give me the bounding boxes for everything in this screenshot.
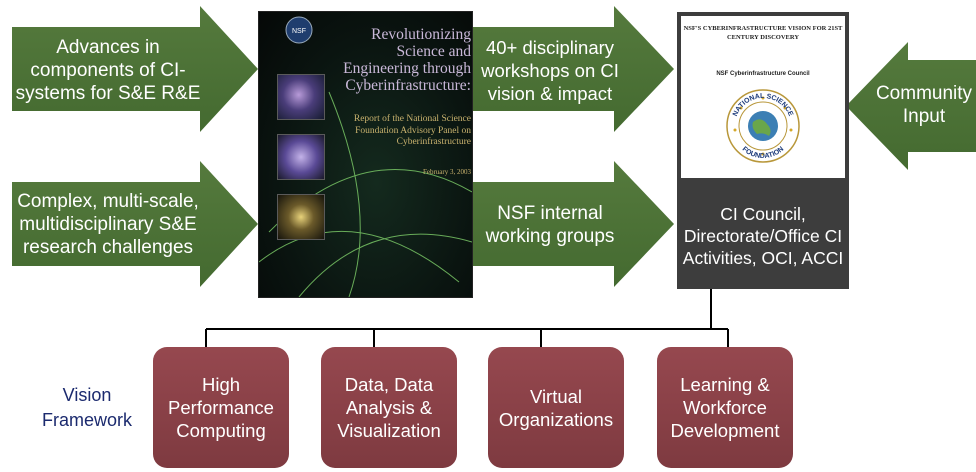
framework-box-text: Virtual Organizations	[498, 385, 614, 430]
arrow-workshops	[472, 6, 674, 132]
report-title: Revolutionizing Science and Engineering …	[343, 26, 471, 94]
hand-image	[277, 134, 325, 180]
arrow-community	[846, 42, 976, 170]
arrow-advances	[12, 6, 258, 132]
framework-box-learning: Learning & Workforce Development	[657, 347, 793, 468]
report-cover: NSF Revolutionizing Science and Engineer…	[259, 12, 472, 297]
nsf-logo-text: NSF	[292, 28, 306, 35]
globe-image	[277, 74, 325, 120]
framework-box-text: Data, Data Analysis & Visualization	[337, 374, 441, 441]
framework-box-hpc: High Performance Computing	[153, 347, 289, 468]
molecule-image	[277, 194, 325, 240]
framework-box-virtual-orgs: Virtual Organizations	[488, 347, 624, 468]
framework-box-text: Learning & Workforce Development	[670, 374, 780, 441]
framework-box-data: Data, Data Analysis & Visualization	[321, 347, 457, 468]
report-cover-art: NSF	[259, 16, 472, 297]
vision-doc-title: NSF'S CYBERINFRASTRUCTURE VISION FOR 21S…	[683, 25, 843, 41]
workshops-text: 40+ disciplinary workshops on CI vision …	[481, 36, 619, 104]
council-text: CI Council, Directorate/Office CI Activi…	[682, 203, 844, 268]
connector-lines	[205, 289, 729, 347]
nsf-logo-icon	[285, 16, 313, 44]
internal-text: NSF internal working groups	[485, 203, 615, 247]
council-box: CI Council, Directorate/Office CI Activi…	[677, 182, 849, 289]
vision-doc-council: NSF Cyberinfrastructure Council	[716, 71, 810, 77]
vision-document: NSF'S CYBERINFRASTRUCTURE VISION FOR 21S…	[677, 12, 849, 182]
community-text: Community Input	[875, 83, 973, 127]
arrow-internal	[472, 161, 674, 287]
complex-text: Complex, multi-scale, multidisciplinary …	[17, 190, 199, 258]
nsf-seal-icon: NATIONAL SCIENCE FOUNDATION	[726, 89, 800, 163]
report-subtitle: Report of the National Science Foundatio…	[353, 114, 471, 147]
advances-text: Advances in components of CI-systems for…	[15, 36, 201, 104]
arrow-complex	[12, 161, 258, 287]
report-date: February 3, 2003	[422, 168, 471, 176]
framework-label: Vision Framework	[41, 385, 132, 430]
framework-box-text: High Performance Computing	[168, 374, 274, 441]
